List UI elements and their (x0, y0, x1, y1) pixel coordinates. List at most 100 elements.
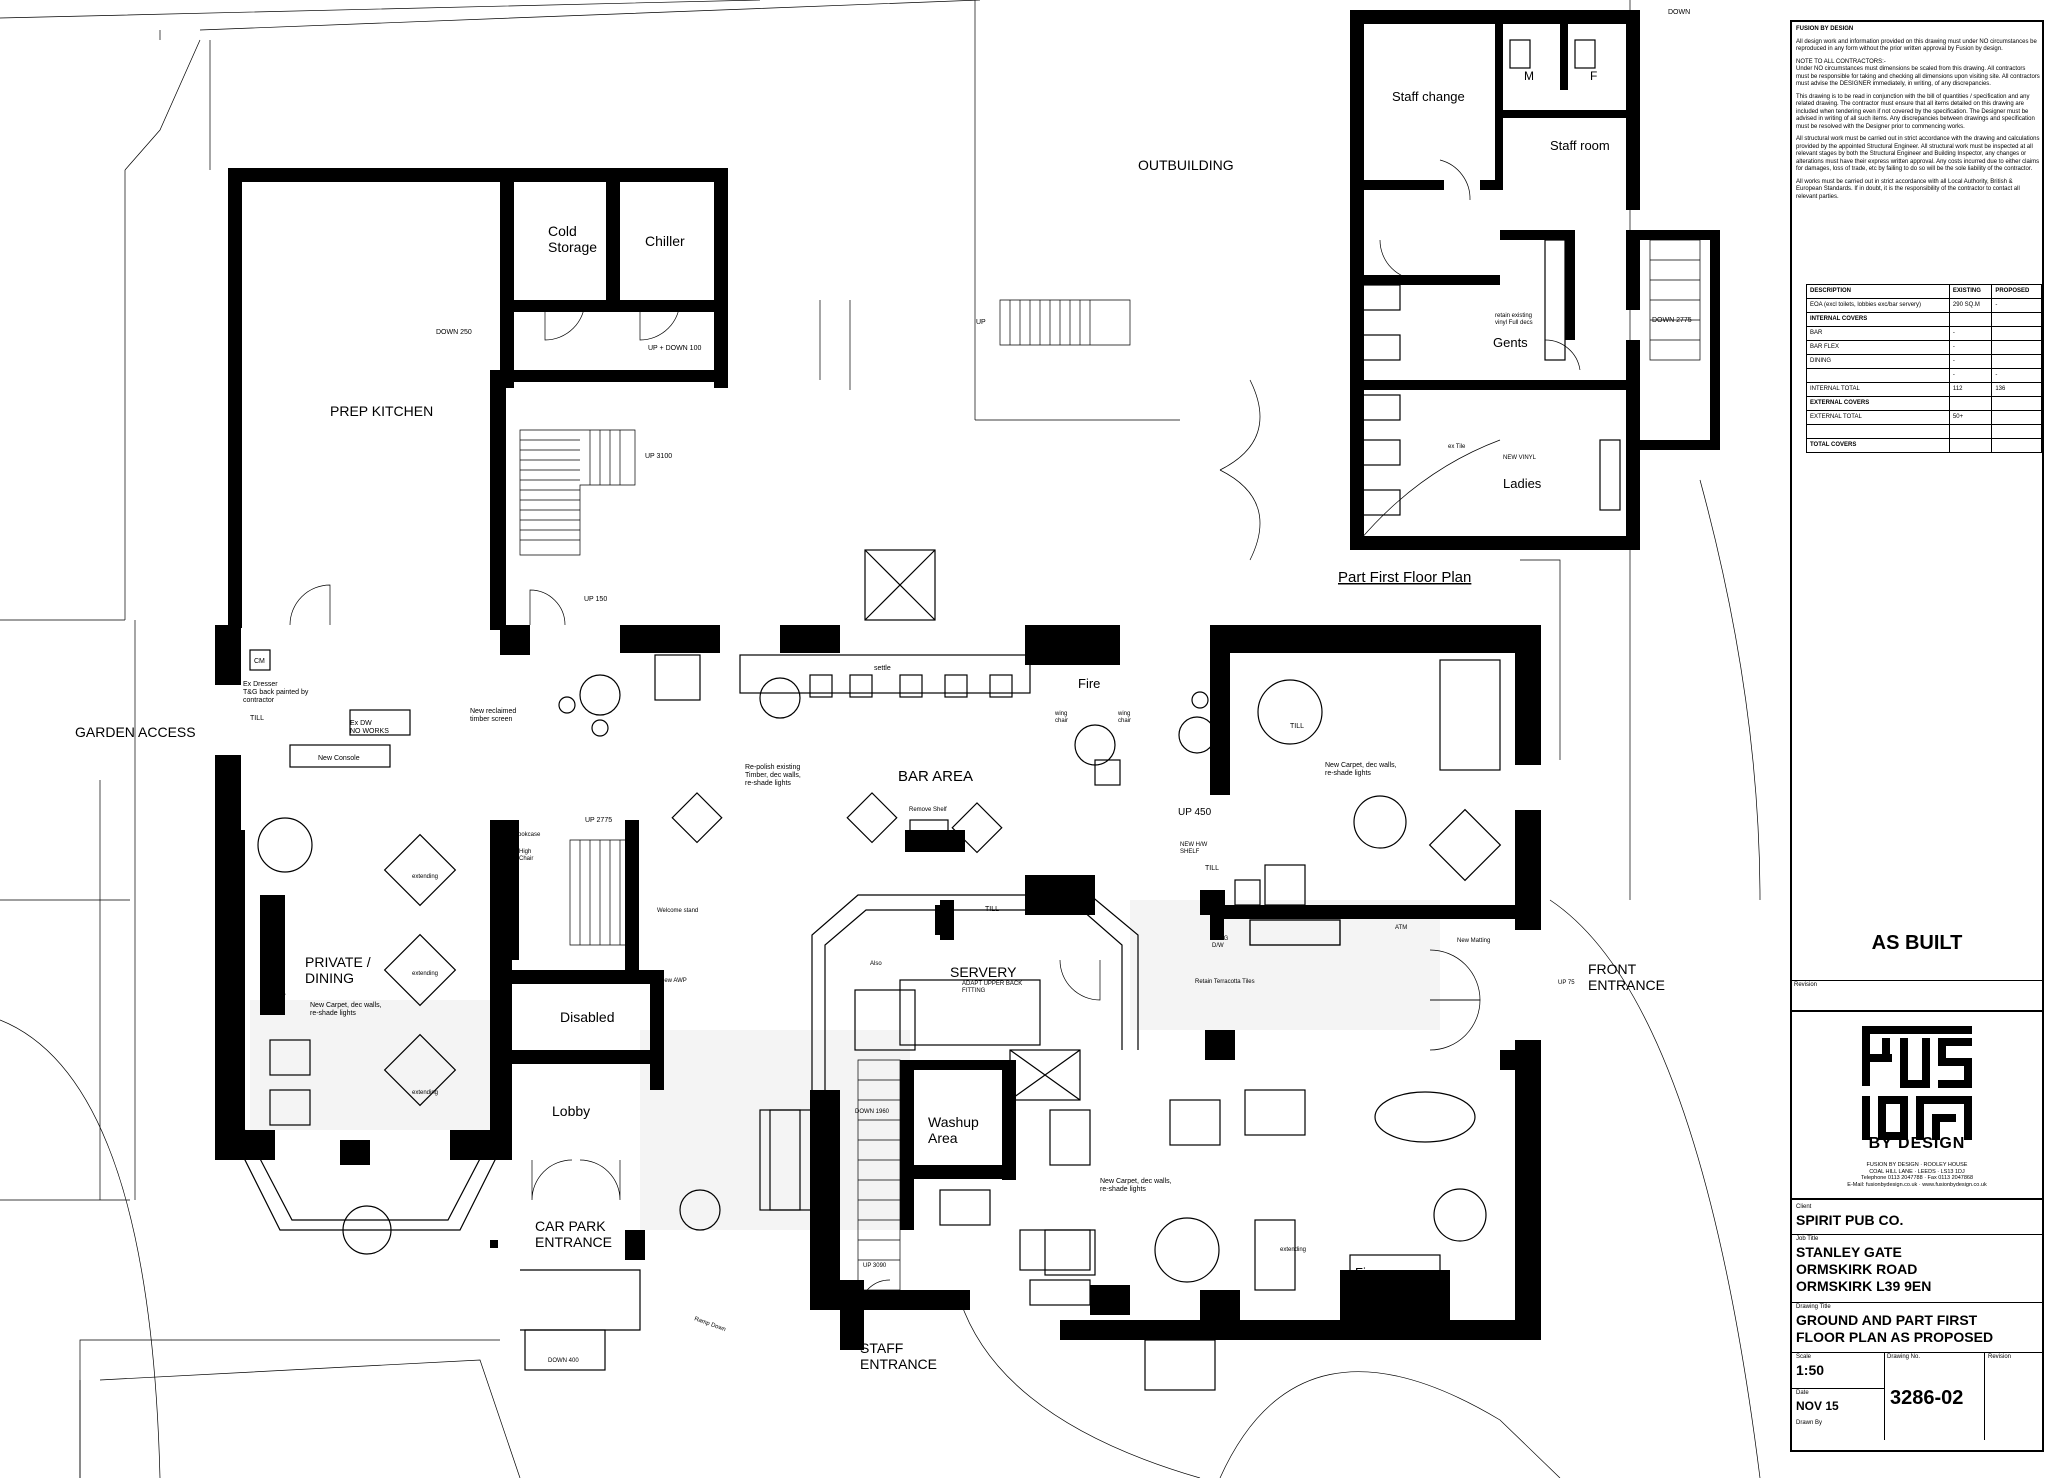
note-settle: settle (874, 665, 891, 672)
covers-table-row (1806, 424, 2042, 439)
note-up-450: UP 450 (1178, 807, 1212, 818)
note-up: UP (976, 319, 986, 326)
note-specification: This drawing is to be read in conjunctio… (1796, 93, 2035, 130)
covers-table-cell (1991, 354, 2042, 369)
room-label-prep-kitchen: PREP KITCHEN (330, 403, 433, 419)
drawing-no-value: 3286-02 (1890, 1387, 1964, 1409)
covers-table: DESCRIPTION EXISTING PROPOSED EOA (excl … (1806, 284, 2042, 453)
note-extending-1: extending (412, 874, 438, 880)
note-down-250b: DOWN 250 (860, 1293, 891, 1299)
note-copyright: All design work and information provided… (1796, 38, 2037, 53)
covers-table-cell (1948, 396, 1993, 411)
covers-header-cell: PROPOSED (1991, 284, 2042, 299)
note-down: DOWN (1668, 9, 1690, 16)
room-label-gents: Gents (1493, 335, 1528, 350)
covers-table-cell: - (1948, 326, 1993, 341)
furniture (229, 39, 1621, 1306)
covers-table-cell: TOTAL COVERS (1806, 438, 1950, 453)
job-title-label: Job Title (1796, 1236, 1819, 1242)
covers-table-cell: 136 (1991, 382, 2042, 397)
covers-table-cell: - (1991, 368, 2042, 383)
room-label-m: M (1524, 69, 1534, 83)
room-label-staff-change: Staff change (1392, 89, 1465, 104)
covers-table-cell: DINING (1806, 354, 1950, 369)
note-contractors-heading: NOTE TO ALL CONTRACTORS:- (1796, 58, 1886, 65)
divider (1792, 980, 2042, 981)
room-label-f: F (1590, 69, 1597, 83)
note-cm: CM (254, 658, 265, 665)
title-block: FUSION BY DESIGN All design work and inf… (1790, 20, 2044, 1452)
note-up-3090: UP 3090 (863, 1263, 887, 1269)
note-new-matting: New Matting (1457, 938, 1490, 944)
covers-table-row: BAR- (1806, 326, 2042, 341)
note-atm: ATM (1395, 925, 1407, 931)
room-label-servery: SERVERY (950, 964, 1017, 980)
covers-table-row: BAR FLEX- (1806, 340, 2042, 355)
first-floor-plan-title: Part First Floor Plan (1338, 569, 1471, 586)
covers-table-cell: 50+ (1948, 410, 1993, 425)
company-heading: FUSION BY DESIGN (1796, 26, 1854, 32)
divider (1792, 1234, 2042, 1235)
note-also: Also (870, 961, 882, 967)
covers-table-cell (1991, 326, 2042, 341)
covers-table-row: EOA (excl toilets, lobbies exc/bar serve… (1806, 298, 2042, 313)
covers-table-row: TOTAL COVERS (1806, 438, 2042, 453)
room-label-bar-area: BAR AREA (898, 768, 973, 785)
covers-table-cell (1948, 312, 1993, 327)
note-extending-4: extending (1280, 1247, 1306, 1253)
note-up-75: UP 75 (1558, 980, 1575, 986)
room-label-fire: Fire (1078, 676, 1100, 691)
date-label: Date (1796, 1390, 1809, 1396)
note-new-carpet-1: New Carpet, dec walls,re-shade lights (1325, 762, 1397, 777)
covers-table-cell (1991, 438, 2042, 453)
note-ramp-down: Ramp Down (693, 1316, 726, 1333)
drawing-title-label: Drawing Title (1796, 1304, 1831, 1310)
servery-counter (811, 894, 1139, 1101)
note-remove-shelf: Remove Shelf (909, 807, 947, 813)
covers-table-header: DESCRIPTION EXISTING PROPOSED (1806, 284, 2042, 299)
site-context-lines (0, 0, 1761, 1478)
covers-table-row: INTERNAL COVERS (1806, 312, 2042, 327)
divider (1792, 1388, 1884, 1389)
covers-table-cell: EXTERNAL COVERS (1806, 396, 1950, 411)
job-title-value: STANLEY GATE ORMSKIRK ROAD ORMSKIRK L39 … (1796, 1244, 1932, 1294)
room-label-ladies: Ladies (1503, 476, 1542, 491)
covers-table-cell: EOA (excl toilets, lobbies exc/bar serve… (1806, 298, 1950, 313)
covers-table-cell (1991, 410, 2042, 425)
revision-col-label: Revision (1988, 1354, 2012, 1360)
terracotta-tiles (1130, 900, 1440, 1030)
note-new-console: New Console (318, 755, 360, 762)
covers-table-cell: INTERNAL TOTAL (1806, 382, 1950, 397)
first-floor-walls (1350, 10, 1720, 550)
covers-table-cell: - (1948, 340, 1993, 355)
ground-floor-walls (215, 168, 1541, 1350)
revision-label: Revision (1794, 982, 1818, 988)
covers-table-cell (1991, 312, 2042, 327)
covers-table-row: EXTERNAL COVERS (1806, 396, 2042, 411)
covers-table-cell (1806, 424, 1950, 439)
covers-table-cell (1948, 438, 1993, 453)
covers-table-cell: EXTERNAL TOTAL (1806, 410, 1950, 425)
note-new-carpet-3: New Carpet, dec walls,re-shade lights (1100, 1178, 1172, 1193)
note-till-4: TILL (985, 906, 999, 913)
note-till-2: TILL (1290, 723, 1304, 730)
logo-by-design: BY DESIGN (1868, 1135, 1966, 1152)
covers-table-cell (1991, 424, 2042, 439)
private-dining-carpet (250, 1000, 500, 1130)
room-label-disabled: Disabled (560, 1009, 614, 1025)
note-standards: All works must be carried out in strict … (1796, 178, 2020, 200)
covers-table-row: -- (1806, 368, 2042, 383)
covers-table-cell (1991, 396, 2042, 411)
note-new-awp: New AWP (660, 978, 687, 984)
room-label-garden-access: GARDEN ACCESS (75, 724, 196, 740)
note-retain-terracotta: Retain Terracotta Tiles (1195, 979, 1255, 985)
note-till-3: TILL (1205, 865, 1219, 872)
